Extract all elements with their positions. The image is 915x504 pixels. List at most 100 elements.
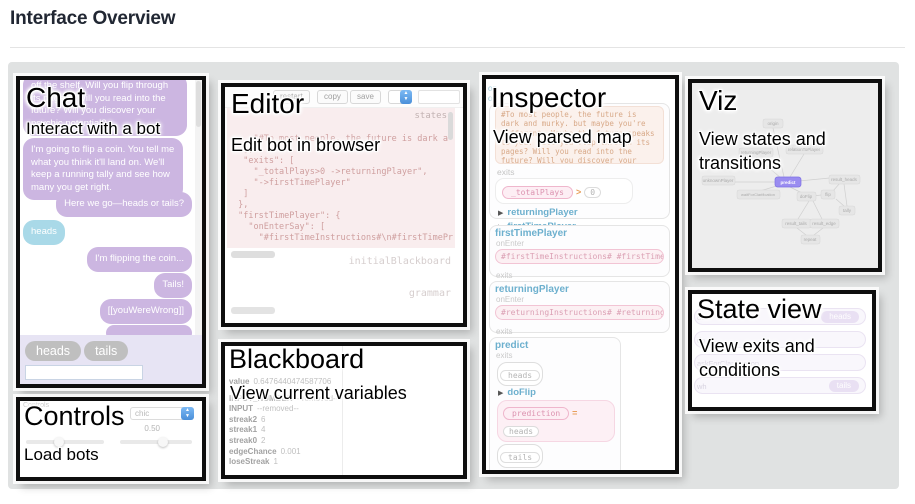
graph-node[interactable]: flip xyxy=(820,189,836,200)
inspector-panel-subtitle: View parsed map xyxy=(493,127,632,147)
prompt-pill: #returningInstructions# #returningPrompt… xyxy=(495,305,664,320)
editor-code-lines: "#To most people, the future is dark a ]… xyxy=(233,134,454,243)
editor-panel-subtitle: Edit bot in browser xyxy=(231,135,381,155)
control-slider[interactable] xyxy=(26,437,104,447)
inspector-origin-card: #To most people, the future is dark and … xyxy=(489,103,670,232)
suggestion-heads-button[interactable]: heads xyxy=(25,341,82,361)
viz-panel-subtitle: View states and transitions xyxy=(699,129,826,174)
exit-rule-row: askForClarification xyxy=(694,354,866,371)
exit-condition: _totalPlays>0 xyxy=(495,178,633,204)
exit-rule-row: do xyxy=(694,331,866,348)
svg-text:returningPlayer: returningPlayer xyxy=(741,150,772,155)
editor-name-input[interactable] xyxy=(418,90,460,104)
expand-triangle-icon[interactable]: ▶ xyxy=(498,472,503,474)
graph-node[interactable]: tally xyxy=(838,205,856,216)
state-name: predict xyxy=(495,340,529,351)
svg-text:result_edge: result_edge xyxy=(812,221,836,226)
bot-select-value: chic xyxy=(135,409,150,418)
inspector-state-card: returningPlayer onEnter #returningInstru… xyxy=(489,281,670,350)
graph-node[interactable]: unknownPlayer xyxy=(701,175,736,186)
svg-text:origin: origin xyxy=(767,121,779,126)
page-title: Interface Overview xyxy=(10,8,176,29)
expand-triangle-icon[interactable]: ▶ xyxy=(498,390,504,397)
controls-panel: Controls chic ▲▼ 0.50 Controls Load bots xyxy=(16,397,206,481)
column-divider xyxy=(342,346,343,475)
prompt-pill: #firstTimeInstructions# #firstTimePrompt… xyxy=(495,249,664,264)
bot-select[interactable]: chic ▲▼ xyxy=(130,407,194,420)
exits-label: exits xyxy=(496,271,513,280)
exits-label: exits xyxy=(496,327,513,336)
inspector-mini-label: on xyxy=(488,84,497,93)
exit-link-row[interactable]: ▶returningPlayer xyxy=(498,207,578,218)
collapsed-section-handle[interactable] xyxy=(231,307,275,314)
chat-bubble: off the shelf. Will you flip through its… xyxy=(23,80,187,137)
editor-code-area[interactable]: states "#To most people, the future is d… xyxy=(227,108,455,248)
inspector-mini-label: or xyxy=(488,94,496,103)
exit-link-row[interactable]: ▶doFlip xyxy=(498,387,536,398)
stateview-panel-subtitle: View exits and conditions xyxy=(699,336,815,381)
control-slider[interactable] xyxy=(120,437,192,447)
controls-panel-subtitle: Load bots xyxy=(24,445,99,464)
inspector-state-card: firstTimePlayer onEnter #firstTimeInstru… xyxy=(489,225,670,294)
viz-panel-title: Viz xyxy=(699,85,738,116)
graph-node[interactable]: relationToPlayer xyxy=(785,144,824,155)
chat-panel: off the shelf. Will you flip through its… xyxy=(16,76,206,388)
graph-node[interactable]: result_edge xyxy=(809,218,840,229)
save-button[interactable]: save xyxy=(350,90,381,104)
viz-panel: origin returningPlayer relationToPlayer … xyxy=(688,79,882,272)
editor-panel-title: Editor xyxy=(231,88,305,119)
collapsed-section-handle[interactable] xyxy=(231,251,275,258)
input-pill: tails xyxy=(497,444,544,468)
section-label-states: states xyxy=(414,111,447,121)
section-label-grammar: grammar xyxy=(408,288,451,299)
svg-text:result_tails: result_tails xyxy=(785,221,807,226)
chat-scrollbar[interactable] xyxy=(195,80,202,343)
graph-node[interactable]: doFlip xyxy=(796,191,817,202)
state-name: returningPlayer xyxy=(495,284,569,295)
divider xyxy=(10,47,905,48)
graph-node[interactable]: waitForClarification xyxy=(736,189,781,200)
svg-text:relationToPlayer: relationToPlayer xyxy=(788,147,821,152)
restart-button[interactable]: restart xyxy=(273,90,310,104)
svg-text:doFlip: doFlip xyxy=(800,194,813,199)
slider-knob[interactable] xyxy=(54,437,64,447)
graph-node[interactable]: repeat xyxy=(800,234,821,245)
graph-node[interactable]: origin xyxy=(762,118,784,129)
stateview-panel-title: State view xyxy=(697,294,822,324)
slider-knob[interactable] xyxy=(158,437,168,447)
chat-panel-subtitle: Interact with a bot xyxy=(26,119,161,138)
svg-text:repeat: repeat xyxy=(804,237,818,242)
expand-triangle-icon[interactable]: ▶ xyxy=(498,210,504,217)
stepper-icon[interactable]: ▲▼ xyxy=(400,90,412,104)
chat-scrollbar-thumb[interactable] xyxy=(196,81,201,127)
chat-text-input[interactable] xyxy=(25,365,143,380)
graph-node[interactable]: result_tails xyxy=(781,218,812,229)
exit-link-row[interactable]: ▶doFlip xyxy=(498,469,615,474)
suggestion-tails-button[interactable]: tails xyxy=(84,341,129,361)
variable-row: INPUT_NUMBER--removed-- xyxy=(229,393,339,403)
editor-select[interactable]: ▲▼ xyxy=(388,90,412,104)
inspector-panel: on or #To most people, the future is dar… xyxy=(482,75,679,474)
editor-scrollbar-thumb[interactable] xyxy=(448,112,453,140)
chat-bubble: Tails! xyxy=(154,273,192,298)
graph-node[interactable]: result_heads xyxy=(828,174,861,185)
svg-text:tally: tally xyxy=(843,208,852,213)
blackboard-panel-title: Blackboard xyxy=(229,344,365,374)
blackboard-panel-subtitle: View current variables xyxy=(230,383,407,403)
exits-label: exits xyxy=(496,351,513,360)
state-name: firstTimePlayer xyxy=(495,228,568,239)
chat-bubble: [[youWereWrong]] xyxy=(99,299,192,324)
stepper-icon[interactable]: ▲▼ xyxy=(181,407,194,420)
graph-node[interactable]: returningPlayer xyxy=(738,147,774,158)
chat-message-list: off the shelf. Will you flip through its… xyxy=(20,80,202,341)
on-enter-label: onEnter xyxy=(496,239,525,248)
copy-button[interactable]: copy xyxy=(317,90,348,104)
graph-node-highlighted[interactable]: predict xyxy=(774,176,802,188)
